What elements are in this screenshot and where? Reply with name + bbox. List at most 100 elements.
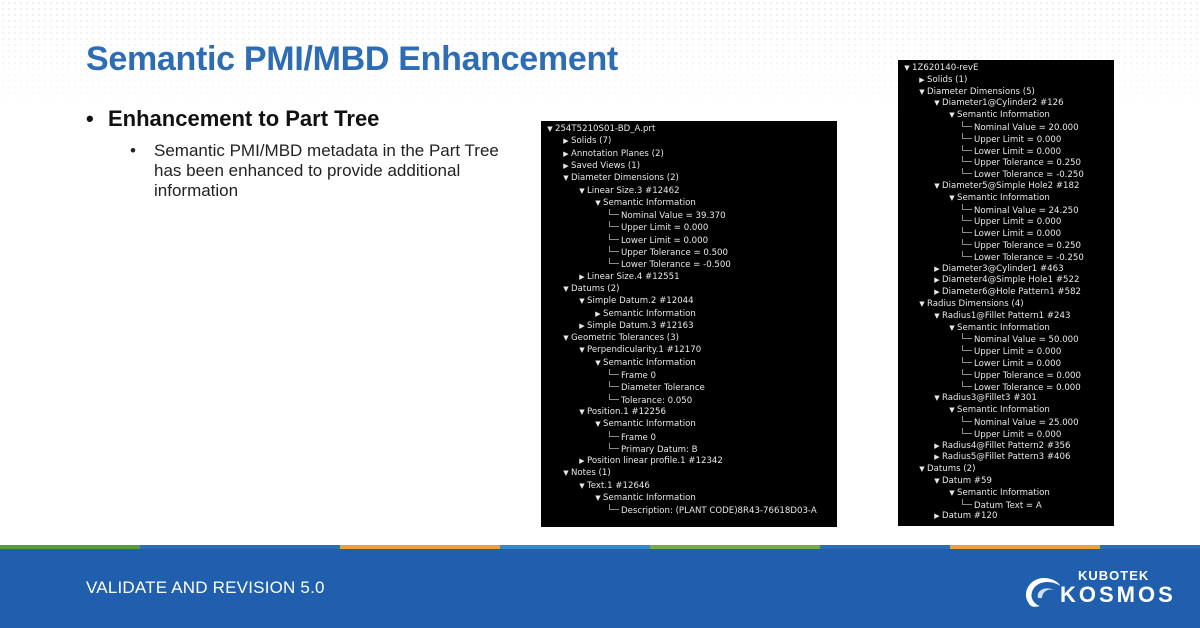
tree-node[interactable]: Lower Tolerance = -0.250 [962,250,1084,263]
tree-node[interactable]: ▶Position linear profile.1 #12342 [577,455,723,467]
triangle-down-icon[interactable]: ▼ [934,394,940,403]
tree-node[interactable]: ▶Saved Views (1) [561,160,640,172]
tree-node[interactable]: ▼Semantic Information [947,109,1050,121]
tree-node[interactable]: Lower Limit = 0.000 [962,227,1061,239]
tree-node[interactable]: Upper Limit = 0.000 [962,345,1061,357]
triangle-down-icon[interactable]: ▼ [904,64,910,72]
tree-node[interactable]: Upper Limit = 0.000 [962,427,1061,440]
triangle-down-icon[interactable]: ▼ [579,346,585,355]
tree-node[interactable]: ▶Diameter4@Simple Hole1 #522 [932,274,1079,286]
tree-node[interactable]: ▼Position.1 #12256 [577,406,666,418]
triangle-down-icon[interactable]: ▼ [934,311,940,320]
tree-node[interactable]: ▼Datums (2) [917,463,975,475]
tree-node[interactable]: Primary Datum: B [609,442,698,455]
triangle-right-icon[interactable]: ▶ [595,309,601,318]
tree-node[interactable]: ▶Linear Size.4 #12551 [577,271,679,283]
tree-node[interactable]: ▼1Z620140-revE [902,62,978,74]
triangle-down-icon[interactable]: ▼ [949,111,955,120]
triangle-down-icon[interactable]: ▼ [595,494,601,502]
tree-node[interactable]: ▼Diameter1@Cylinder2 #126 [932,97,1063,109]
triangle-right-icon[interactable]: ▶ [934,288,940,297]
tree-node[interactable]: Nominal Value = 25.000 [962,416,1079,428]
triangle-down-icon[interactable]: ▼ [595,198,601,207]
tree-node[interactable]: Lower Tolerance = -0.500 [609,258,731,270]
tree-node[interactable]: Nominal Value = 20.000 [962,121,1079,133]
tree-node[interactable]: ▼Datum #59 [932,475,992,487]
tree-node[interactable]: Description: (PLANT CODE)8R43-76618D03-A [609,504,817,516]
tree-node[interactable]: ▶Radius4@Fillet Pattern2 #356 [932,440,1070,452]
tree-node[interactable]: ▼Semantic Information [593,197,696,209]
tree-node[interactable]: ▼Perpendicularity.1 #12170 [577,344,701,356]
triangle-down-icon[interactable]: ▼ [579,297,585,306]
triangle-down-icon[interactable]: ▼ [919,87,925,96]
part-tree-panel-right[interactable]: ▼1Z620140-revE▶Solids (1)▼Diameter Dimen… [898,60,1114,526]
tree-node[interactable]: Upper Tolerance = 0.000 [962,368,1081,381]
tree-node[interactable]: ▶Diameter6@Hole Pattern1 #582 [932,286,1081,298]
triangle-right-icon[interactable]: ▶ [579,321,585,330]
tree-node[interactable]: Datum Text = A [962,498,1042,511]
tree-node[interactable]: ▼Semantic Information [593,492,696,504]
triangle-down-icon[interactable]: ▼ [934,182,940,190]
tree-node[interactable]: Frame 0 [609,430,656,443]
triangle-down-icon[interactable]: ▼ [563,334,569,343]
tree-node[interactable]: ▶Solids (7) [561,135,611,147]
triangle-down-icon[interactable]: ▼ [934,477,940,485]
triangle-down-icon[interactable]: ▼ [949,193,955,202]
triangle-right-icon[interactable]: ▶ [919,75,925,84]
tree-node[interactable]: Lower Tolerance = 0.000 [962,380,1081,393]
tree-node[interactable]: ▼Diameter Dimensions (5) [917,86,1035,98]
tree-node[interactable]: ▼254T5210S01-BD_A.prt [545,123,655,135]
tree-node[interactable]: ▼Diameter5@Simple Hole2 #182 [932,180,1079,192]
tree-node[interactable]: ▶Diameter3@Cylinder1 #463 [932,263,1063,275]
triangle-down-icon[interactable]: ▼ [919,465,925,474]
tree-node[interactable]: ▼Diameter Dimensions (2) [561,172,679,184]
tree-node[interactable]: Diameter Tolerance [609,381,705,393]
tree-node[interactable]: Nominal Value = 39.370 [609,209,726,221]
tree-node[interactable]: Lower Tolerance = -0.250 [962,168,1084,180]
tree-node[interactable]: Upper Tolerance = 0.500 [609,246,728,258]
triangle-down-icon[interactable]: ▼ [949,406,955,415]
triangle-right-icon[interactable]: ▶ [934,264,940,273]
tree-node[interactable]: Nominal Value = 24.250 [962,203,1079,216]
tree-node[interactable]: ▼Text.1 #12646 [577,480,650,492]
tree-node[interactable]: ▼Notes (1) [561,467,610,479]
triangle-down-icon[interactable]: ▼ [563,469,569,478]
tree-node[interactable]: Upper Limit = 0.000 [962,215,1061,227]
triangle-right-icon[interactable]: ▶ [934,441,940,450]
triangle-right-icon[interactable]: ▶ [579,457,585,466]
tree-node[interactable]: ▶Simple Datum.3 #12163 [577,320,693,332]
triangle-right-icon[interactable]: ▶ [934,276,940,285]
tree-node[interactable]: Frame 0 [609,369,656,381]
triangle-down-icon[interactable]: ▼ [949,488,955,497]
tree-node[interactable]: ▼Datums (2) [561,283,619,295]
tree-node[interactable]: ▼Semantic Information [947,322,1050,334]
triangle-right-icon[interactable]: ▶ [563,149,569,158]
tree-node[interactable]: Upper Tolerance = 0.250 [962,239,1081,251]
tree-node[interactable]: ▼Semantic Information [947,487,1050,499]
tree-node[interactable]: Lower Limit = 0.000 [962,357,1061,369]
tree-node[interactable]: ▶Datum #120 [932,510,997,522]
tree-node[interactable]: ▼Semantic Information [947,404,1050,416]
tree-node[interactable]: Tolerance: 0.050 [609,393,692,406]
tree-node[interactable]: ▼Linear Size.3 #12462 [577,185,679,197]
triangle-down-icon[interactable]: ▼ [563,174,569,183]
tree-node[interactable]: ▶Radius5@Fillet Pattern3 #406 [932,451,1070,463]
tree-node[interactable]: Lower Limit = 0.000 [609,233,708,246]
tree-node[interactable]: Upper Limit = 0.000 [962,132,1061,145]
tree-node[interactable]: ▼Radius1@Fillet Pattern1 #243 [932,310,1070,322]
triangle-down-icon[interactable]: ▼ [579,407,585,416]
triangle-down-icon[interactable]: ▼ [563,284,569,293]
triangle-down-icon[interactable]: ▼ [547,125,553,133]
tree-node[interactable]: ▼Semantic Information [593,418,696,430]
triangle-down-icon[interactable]: ▼ [595,420,601,429]
tree-node[interactable]: ▼Geometric Tolerances (3) [561,332,679,344]
triangle-right-icon[interactable]: ▶ [934,453,940,462]
triangle-down-icon[interactable]: ▼ [579,481,585,490]
triangle-down-icon[interactable]: ▼ [579,186,585,195]
triangle-down-icon[interactable]: ▼ [934,99,940,108]
tree-node[interactable]: ▼Radius3@Fillet3 #301 [932,392,1037,404]
tree-node[interactable]: Upper Tolerance = 0.250 [962,156,1081,168]
tree-node[interactable]: Lower Limit = 0.000 [962,144,1061,157]
triangle-right-icon[interactable]: ▶ [563,137,569,146]
tree-node[interactable]: ▶Semantic Information [593,308,696,320]
